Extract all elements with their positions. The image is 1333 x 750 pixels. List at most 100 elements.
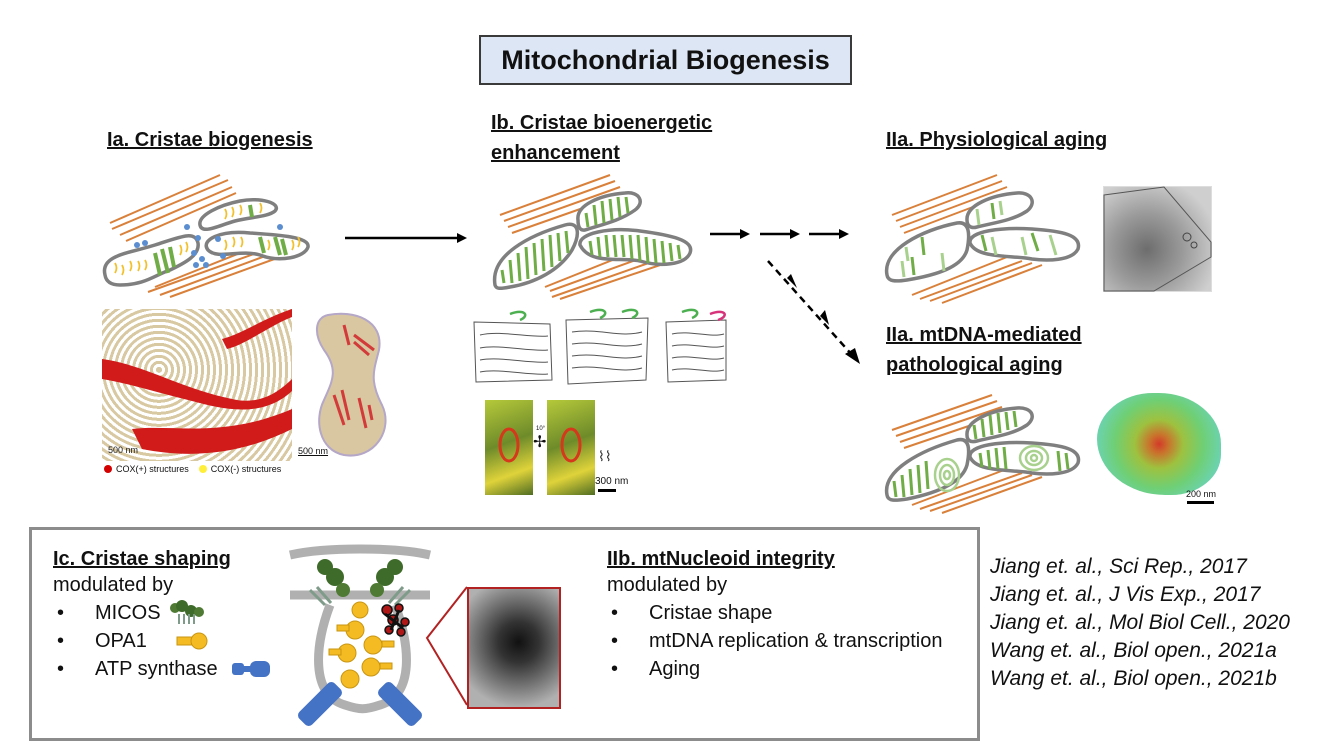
cristae-light: [900, 200, 1058, 278]
arrow-ia-to-ib: [345, 233, 467, 243]
ic-item-label: ATP synthase: [95, 658, 218, 680]
cox-positive-structures: [102, 309, 292, 454]
concentric-cristae: [933, 444, 1050, 493]
reference-item: Jiang et. al., Sci Rep., 2017: [990, 555, 1247, 578]
ic-title: Ic. Cristae shaping: [53, 548, 231, 570]
zoom-callout: [425, 586, 468, 706]
rotation-arrow-magenta: [709, 310, 726, 322]
crista-drawing-1: [473, 321, 553, 383]
crista-drawing-3: [665, 319, 727, 383]
ib-cristae-drawings: [473, 308, 727, 385]
heading-iia-patho-line2: pathological aging: [886, 354, 1063, 376]
legend-label: COX(+) structures: [116, 464, 189, 474]
iib-title: IIb. mtNucleoid integrity: [607, 548, 835, 570]
reference-item: Wang et. al., Biol open., 2021a: [990, 639, 1277, 662]
arrow-segment-3: [809, 229, 849, 239]
iib-item-label: Cristae shape: [649, 602, 773, 624]
references: Jiang et. al., Sci Rep., 2017 Jiang et. …: [990, 553, 1290, 693]
iia-physio-schematic: [884, 174, 1081, 304]
opa1-icon: [176, 632, 208, 650]
iib-subtitle: modulated by: [607, 574, 728, 596]
iia-patho-scale: 200 nm: [1186, 489, 1217, 499]
ib-tomogram-right: [547, 400, 595, 495]
nucleoid-em-micrograph: [467, 587, 561, 709]
rotation-axis-icon: ✢: [533, 434, 547, 451]
ib-mitochondria-schematic: [492, 174, 693, 300]
rotation-arrows-green: [509, 308, 699, 322]
micos-icon: [169, 600, 204, 624]
ia-legend: COX(+) structures COX(-) structures: [104, 464, 281, 474]
reference-item: Wang et. al., Biol open., 2021b: [990, 667, 1277, 690]
ic-item-label: MICOS: [95, 602, 161, 624]
heading-ib-line2: enhancement: [491, 142, 620, 164]
cristae-green: [500, 196, 682, 284]
ia-micrograph-cox-3d: 500 nm: [102, 309, 292, 461]
bullet: •: [57, 630, 65, 652]
heading-ib-line1: Ib. Cristae bioenergetic: [491, 112, 713, 134]
reference-item: Jiang et. al., J Vis Exp., 2017: [990, 583, 1261, 606]
vesicles: [134, 224, 283, 268]
bullet: •: [57, 602, 65, 624]
helix-icon: ⌇⌇: [598, 448, 612, 464]
cristae-yellow: [114, 202, 301, 276]
outer-membrane: [288, 544, 432, 560]
atp-synthase-icon: [231, 661, 270, 677]
ia-scale-2: 500 nm: [298, 446, 329, 456]
arrow-segment-2: [760, 229, 800, 239]
yellow-dot-icon: [198, 465, 207, 473]
cristae-green: [892, 410, 1070, 498]
cristae-green: [153, 204, 288, 276]
bottom-panel-frame: [29, 527, 980, 741]
iia-physio-em-micrograph: [1103, 186, 1212, 292]
ic-cristae-shaping-list: Ic. Cristae shaping modulated by • MICOS…: [53, 548, 283, 683]
arrows-ib-to-iia: [710, 229, 849, 239]
ia-micrograph-mitochondrion: [316, 312, 387, 457]
crista-drawing-2: [565, 317, 649, 385]
ic-item-label: OPA1: [95, 630, 147, 652]
ib-scale: 300 nm: [595, 476, 629, 487]
iib-item-label: mtDNA replication & transcription: [649, 630, 943, 652]
ia-scale-1: 500 nm: [108, 445, 139, 455]
reference-item: Jiang et. al., Mol Biol Cell., 2020: [990, 611, 1290, 634]
page-title: Mitochondrial Biogenesis: [479, 35, 852, 85]
ib-tomogram-left: [485, 400, 533, 495]
iib-item-aging: • Aging: [607, 655, 977, 683]
bullet: •: [611, 602, 619, 624]
crista-junction-model: [288, 544, 432, 726]
iib-item-label: Aging: [649, 658, 701, 680]
ic-item-opa1: • OPA1: [53, 627, 283, 655]
heading-iia-patho-line1: IIa. mtDNA-mediated: [886, 324, 1082, 346]
iib-item-mtdna-replication: • mtDNA replication & transcription: [607, 627, 977, 655]
ib-scale-bar: [598, 489, 616, 492]
ic-item-atp-synthase: • ATP synthase: [53, 655, 283, 683]
opa1-complexes: [328, 601, 395, 689]
red-dot-icon: [104, 465, 112, 473]
heading-ia-cristae-biogenesis: Ia. Cristae biogenesis: [107, 129, 313, 151]
ia-mitochondria-schematic: [102, 174, 310, 298]
iib-item-cristae-shape: • Cristae shape: [607, 599, 977, 627]
atp-synthase-dimers: [298, 682, 422, 726]
heading-iia-physiological-aging: IIa. Physiological aging: [886, 129, 1108, 151]
legend-cox-negative: COX(-) structures: [198, 464, 282, 474]
red-spiral-icon: [560, 427, 582, 463]
micos-complexes: [308, 559, 412, 607]
bullet: •: [611, 630, 619, 652]
legend-label: COX(-) structures: [210, 464, 282, 474]
nucleoid-icon: [381, 603, 410, 637]
em-texture: [1103, 186, 1212, 292]
legend-cox-positive: COX(+) structures: [104, 464, 189, 474]
arrow-segment-1: [710, 229, 750, 239]
bullet: •: [57, 658, 65, 680]
bullet: •: [611, 658, 619, 680]
fiber-lines: [891, 174, 1043, 304]
iia-patho-scale-bar: [1187, 501, 1214, 504]
rotation-angle: 10°: [536, 426, 546, 432]
ic-item-micos: • MICOS: [53, 599, 283, 627]
cristae-green: [910, 202, 1040, 276]
iia-patho-3d-nucleoid: [1097, 393, 1221, 495]
red-spiral-icon: [498, 427, 520, 463]
dashed-arrow-to-pathological: [767, 260, 860, 364]
iia-patho-schematic: [884, 394, 1081, 514]
iib-nucleoid-integrity-list: IIb. mtNucleoid integrity modulated by •…: [607, 548, 977, 683]
ic-subtitle: modulated by: [53, 574, 174, 596]
